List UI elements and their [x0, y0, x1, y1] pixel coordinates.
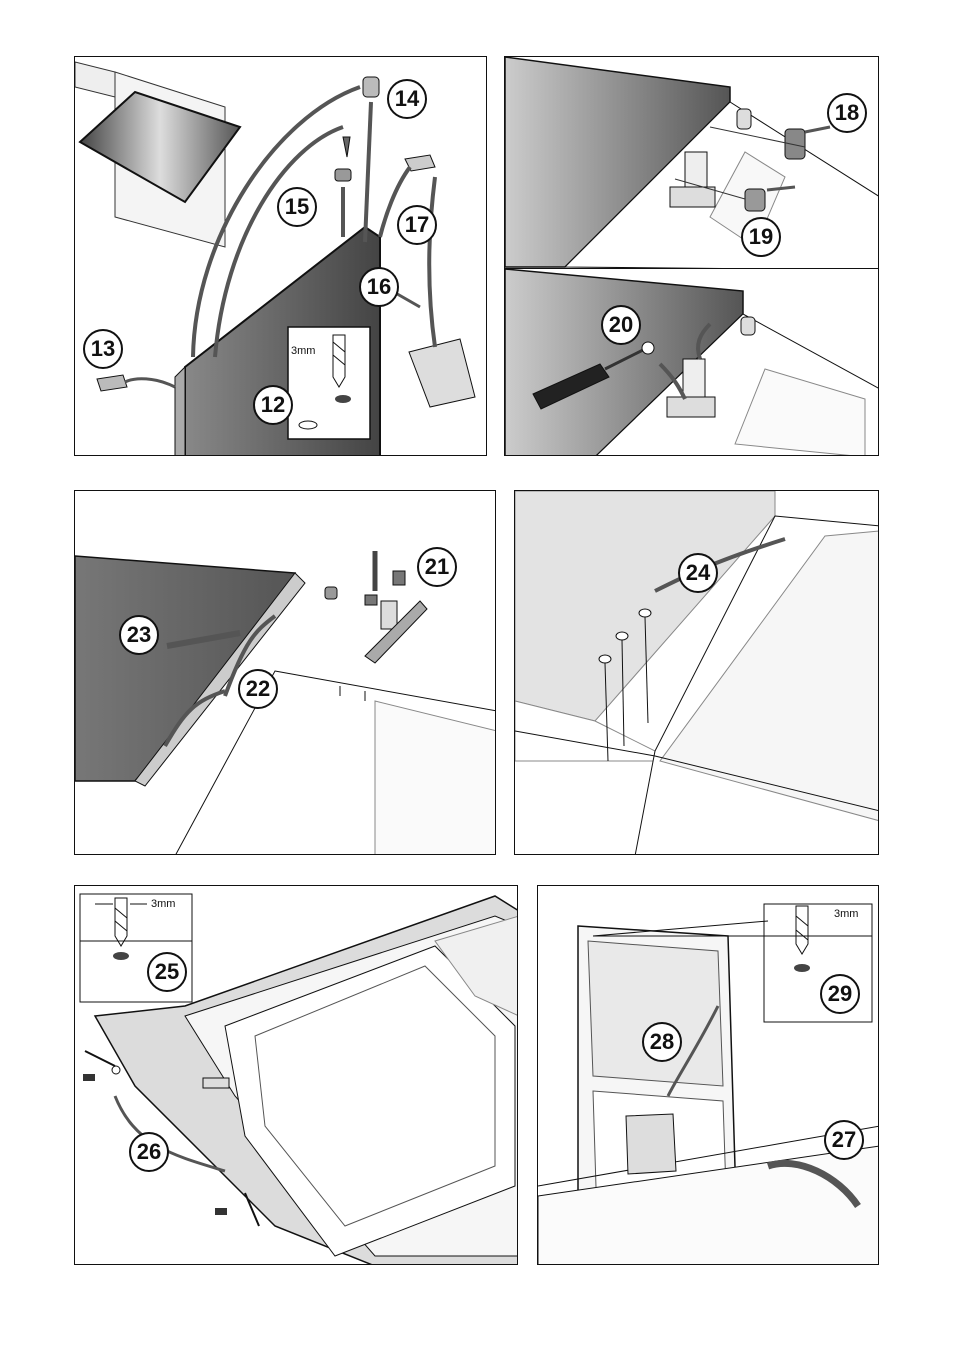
- step-12-callout: 12: [253, 385, 293, 425]
- step-14-callout: 14: [387, 79, 427, 119]
- step-26-callout: 26: [129, 1132, 169, 1172]
- drill-size-label: 3mm: [834, 908, 858, 920]
- panel-steps-12-17: 3mm 12 13 14 15 16 17: [74, 56, 487, 456]
- step-16-callout: 16: [359, 267, 399, 307]
- step-15-callout: 15: [277, 187, 317, 227]
- step-19-callout: 19: [741, 217, 781, 257]
- step-13-callout: 13: [83, 329, 123, 369]
- panel-6-illustration: [75, 886, 518, 1265]
- panel-steps-25-26: 3mm 25 26: [74, 885, 518, 1265]
- panel-5-illustration: [515, 491, 879, 855]
- panel-2-illustration: [505, 57, 879, 269]
- step-17-callout: 17: [397, 205, 437, 245]
- step-20-callout: 20: [601, 305, 641, 345]
- step-18-callout: 18: [827, 93, 867, 133]
- panel-steps-21-23: 21 22 23: [74, 490, 496, 855]
- step-21-callout: 21: [417, 547, 457, 587]
- panel-7-illustration: [538, 886, 879, 1265]
- panel-step-20: 20: [504, 268, 879, 456]
- step-29-callout: 29: [820, 974, 860, 1014]
- step-25-callout: 25: [147, 952, 187, 992]
- drill-size-label: 3mm: [151, 898, 175, 910]
- panel-4-illustration: [75, 491, 496, 855]
- panel-step-24: 24: [514, 490, 879, 855]
- panel-steps-27-29: 3mm 27 28 29: [537, 885, 879, 1265]
- step-23-callout: 23: [119, 615, 159, 655]
- step-22-callout: 22: [238, 669, 278, 709]
- step-27-callout: 27: [824, 1120, 864, 1160]
- drill-size-label: 3mm: [291, 345, 315, 357]
- panel-3-illustration: [505, 269, 879, 456]
- step-28-callout: 28: [642, 1022, 682, 1062]
- step-24-callout: 24: [678, 553, 718, 593]
- panel-steps-18-19: 18 19: [504, 56, 879, 269]
